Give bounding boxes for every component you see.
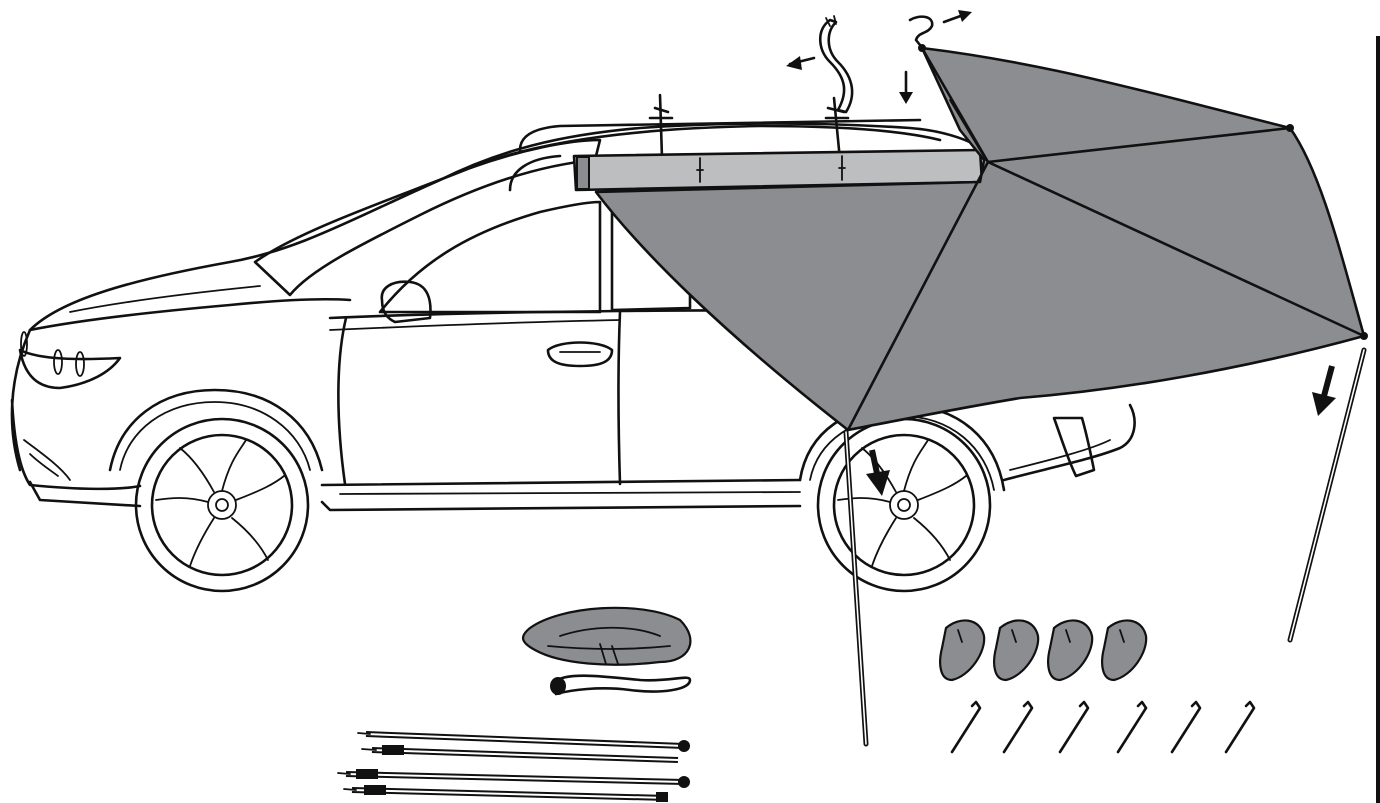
sand-bag-2 bbox=[994, 620, 1038, 680]
pole-3 bbox=[338, 769, 690, 788]
arrow-strap-right bbox=[944, 10, 972, 22]
arrow-down-front-pole bbox=[866, 450, 890, 496]
frame-edge bbox=[1376, 36, 1380, 803]
guy-rope-bundle bbox=[523, 608, 690, 695]
sand-bags bbox=[940, 620, 1146, 680]
support-pole-front bbox=[846, 432, 866, 744]
sand-bag-1 bbox=[940, 620, 984, 680]
tent-peg-4 bbox=[1118, 702, 1146, 752]
tent-peg-3 bbox=[1060, 702, 1088, 752]
sand-bag-3 bbox=[1048, 620, 1092, 680]
front-wheel bbox=[136, 419, 308, 591]
arrow-strap-left bbox=[786, 56, 814, 70]
tent-pegs bbox=[952, 702, 1254, 752]
tent-peg-5 bbox=[1172, 702, 1200, 752]
pole-2 bbox=[362, 745, 678, 760]
sand-bag-4 bbox=[1102, 620, 1146, 680]
pole-4 bbox=[344, 785, 668, 802]
awning-canvas bbox=[596, 44, 1368, 430]
release-strap bbox=[820, 16, 932, 112]
arrow-down-bracket bbox=[899, 72, 913, 104]
tent-peg-2 bbox=[1004, 702, 1032, 752]
tent-peg-1 bbox=[952, 702, 980, 752]
rear-wheel bbox=[818, 419, 990, 591]
loose-poles bbox=[338, 733, 690, 802]
arrow-down-rear-pole bbox=[1312, 366, 1336, 416]
tent-peg-6 bbox=[1226, 702, 1254, 752]
